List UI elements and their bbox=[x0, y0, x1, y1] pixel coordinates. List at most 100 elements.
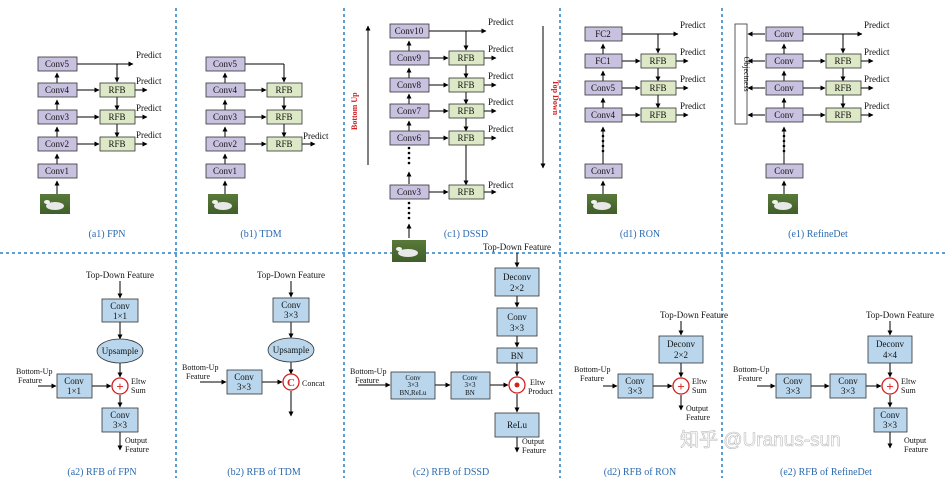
rfb-ron-diagram: + Top-Down Feature Deconv 2×2 Conv 3×3 B… bbox=[574, 310, 728, 478]
rfb-dssd-conv-c-size: 3×3 bbox=[465, 381, 476, 389]
dssd-predict: Predict bbox=[488, 97, 514, 107]
rfb-fpn-bottom-up: Bottom-Up bbox=[16, 367, 52, 376]
rfb-dssd-top-down-feature: Top-Down Feature bbox=[483, 242, 551, 252]
caption-a2: (a2) RFB of FPN bbox=[67, 467, 136, 478]
tdm-rfb: RFB bbox=[275, 85, 292, 95]
rfb-ron-top-down-feature: Top-Down Feature bbox=[660, 310, 728, 320]
tdm-rfb: RFB bbox=[275, 139, 292, 149]
dssd-top-down-label: Top Down bbox=[551, 80, 560, 116]
rfb-refinedet-eltw: Eltw bbox=[901, 377, 916, 386]
ron-rfb: RFB bbox=[649, 83, 666, 93]
tdm-conv1: Conv1 bbox=[213, 166, 237, 176]
ron-rfb: RFB bbox=[649, 110, 666, 120]
rfb-dssd-bn-relu: BN,ReLu bbox=[399, 389, 427, 397]
rfb-dssd-relu: ReLu bbox=[507, 420, 527, 430]
rfb-fpn-output-feature: Feature bbox=[125, 445, 149, 454]
fpn-conv4: Conv4 bbox=[45, 85, 70, 95]
watermark: 知乎 @Uranus-sun bbox=[680, 429, 841, 451]
refinedet-conv: Conv bbox=[774, 56, 794, 66]
ron-rfb: RFB bbox=[649, 56, 666, 66]
rfb-fpn-conv-c-size: 3×3 bbox=[113, 420, 128, 430]
rfb-fpn-diagram: + Top-Down Feature Conv 1×1 Upsample Con… bbox=[16, 270, 154, 478]
caption-b2: (b2) RFB of TDM bbox=[227, 467, 301, 478]
rfb-dssd-bottom-up-feature: Feature bbox=[355, 376, 379, 385]
fpn-conv5: Conv5 bbox=[45, 59, 70, 69]
ron-diagram: FC2 FC1 Conv5 Conv4 Conv1 RFB RFB RFB Pr… bbox=[584, 20, 706, 240]
fpn-predict: Predict bbox=[136, 50, 162, 60]
rfb-ron-deconv-size: 2×2 bbox=[674, 350, 688, 360]
ron-conv4: Conv4 bbox=[591, 110, 616, 120]
rfb-fpn-top-down-feature: Top-Down Feature bbox=[86, 270, 154, 280]
rfb-dssd-eltw: Eltw bbox=[530, 378, 545, 387]
rfb-dssd-output-feature: Feature bbox=[522, 446, 546, 455]
fpn-conv-boxes bbox=[37, 56, 78, 179]
tdm-conv5: Conv5 bbox=[213, 59, 238, 69]
ron-fc1: FC1 bbox=[595, 56, 611, 66]
rfb-ron-eltw: Eltw bbox=[692, 377, 707, 386]
fpn-conv1: Conv1 bbox=[45, 166, 69, 176]
refinedet-predict: Predict bbox=[864, 101, 890, 111]
rfb-dssd-bn: BN bbox=[511, 351, 524, 361]
fpn-predict: Predict bbox=[136, 76, 162, 86]
rfb-tdm-conv: Conv bbox=[281, 300, 301, 310]
rfb-tdm-bottom-up-feature: Feature bbox=[186, 372, 210, 381]
dssd-rfb: RFB bbox=[457, 133, 474, 143]
ron-fc2: FC2 bbox=[595, 29, 611, 39]
dssd-conv7: Conv7 bbox=[397, 106, 422, 116]
rfb-fpn-conv-c: Conv bbox=[110, 410, 130, 420]
dssd-predict: Predict bbox=[488, 44, 514, 54]
rfb-ron-deconv: Deconv bbox=[667, 339, 695, 349]
dssd-predict: Predict bbox=[488, 17, 514, 27]
dssd-predict: Predict bbox=[488, 71, 514, 81]
rfb-refinedet-sum: Sum bbox=[901, 386, 916, 395]
dssd-conv6: Conv6 bbox=[397, 133, 422, 143]
rfb-dssd-deconv: Deconv bbox=[503, 272, 531, 282]
dssd-predict: Predict bbox=[488, 180, 514, 190]
rfb-tdm-upsample: Upsample bbox=[273, 345, 310, 355]
rfb-refinedet-deconv: Deconv bbox=[876, 339, 904, 349]
rfb-dssd-deconv-size: 2×2 bbox=[510, 283, 524, 293]
rfb-refinedet-conv-b-size: 3×3 bbox=[841, 386, 856, 396]
rfb-refinedet-output: Output bbox=[904, 436, 927, 445]
rfb-fpn-sum: Sum bbox=[131, 386, 146, 395]
refinedet-conv: Conv bbox=[774, 29, 794, 39]
refinedet-conv: Conv bbox=[774, 83, 794, 93]
rfb-refinedet-conv-a: Conv bbox=[783, 376, 803, 386]
caption-a1: (a1) FPN bbox=[89, 229, 126, 240]
rfb-refinedet-top-down-feature: Top-Down Feature bbox=[866, 310, 934, 320]
rfb-refinedet-deconv-size: 4×4 bbox=[883, 350, 898, 360]
fpn-rfb: RFB bbox=[108, 112, 125, 122]
rfb-tdm-conv-b-size: 3×3 bbox=[237, 382, 252, 392]
rfb-dssd-output: Output bbox=[522, 437, 545, 446]
rfb-fpn-conv-size: 1×1 bbox=[113, 311, 127, 321]
dssd-bottom-up-label: Bottom Up bbox=[350, 92, 359, 130]
rfb-refinedet-conv-a-size: 3×3 bbox=[786, 386, 801, 396]
refinedet-objectness: Objectness bbox=[742, 56, 751, 91]
rfb-refinedet-bottom-up: Bottom-Up bbox=[733, 365, 769, 374]
dssd-conv8: Conv8 bbox=[397, 80, 422, 90]
tdm-rfb: RFB bbox=[275, 112, 292, 122]
rfb-ron-conv: Conv bbox=[625, 376, 645, 386]
tdm-diagram: Conv5 Conv4 Conv3 Conv2 Conv1 RFB RFB RF… bbox=[205, 56, 329, 240]
refinedet-diagram: Objectness Conv Conv Conv Conv Conv RFB … bbox=[734, 20, 890, 240]
refinedet-predict: Predict bbox=[864, 74, 890, 84]
refinedet-rfb: RFB bbox=[834, 110, 851, 120]
fpn-input-image bbox=[40, 194, 70, 214]
svg-text:+: + bbox=[116, 379, 123, 394]
rfb-refinedet-conv-c-size: 3×3 bbox=[883, 420, 898, 430]
rfb-refinedet-conv-c: Conv bbox=[880, 410, 900, 420]
dssd-rfb: RFB bbox=[457, 106, 474, 116]
column-dividers bbox=[0, 8, 946, 478]
rfb-tdm-top-down-feature: Top-Down Feature bbox=[257, 270, 325, 280]
fpn-diagram: Conv5 Conv4 Conv3 Conv2 Conv1 RFB RFB RF… bbox=[37, 50, 162, 240]
rfb-fpn-bottom-up-feature: Feature bbox=[18, 376, 42, 385]
caption-e2: (e2) RFB of RefineDet bbox=[780, 467, 872, 478]
rfb-dssd-conv-size: 3×3 bbox=[510, 323, 525, 333]
rfb-dssd-diagram: Top-Down Feature Deconv 2×2 Conv 3×3 BN … bbox=[350, 242, 554, 478]
svg-text:+: + bbox=[886, 379, 893, 394]
rfb-tdm-concat-symbol: C bbox=[287, 377, 295, 389]
fpn-rfb: RFB bbox=[108, 85, 125, 95]
caption-c1: (c1) DSSD bbox=[444, 229, 488, 240]
rfb-tdm-concat: Concat bbox=[302, 379, 325, 388]
rfb-tdm-conv-size: 3×3 bbox=[284, 310, 299, 320]
